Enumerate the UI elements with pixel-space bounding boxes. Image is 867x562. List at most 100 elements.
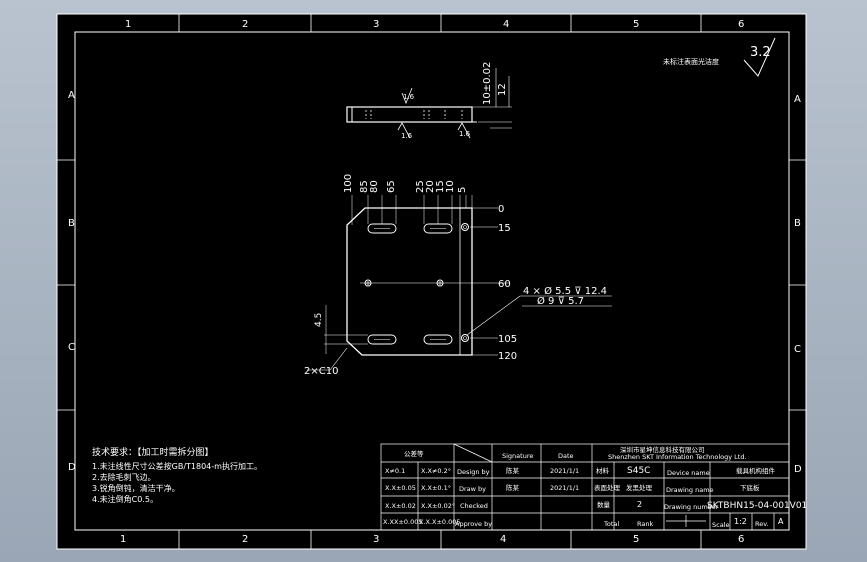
drawing-name-value: 下底板 bbox=[740, 483, 760, 492]
material-value: S45C bbox=[627, 466, 650, 476]
tech-req-line-3: 3.锐角倒钝，清洁干净。 bbox=[92, 483, 180, 493]
hole-bottom-right bbox=[461, 334, 469, 342]
dim-top-5: 5 bbox=[457, 187, 468, 193]
dim-top-100: 100 bbox=[343, 174, 354, 193]
dim-top-10: 10 bbox=[445, 180, 456, 193]
material-label: 材料 bbox=[596, 466, 610, 475]
drawing-number-label: Drawing number bbox=[664, 503, 719, 511]
dim-right-120: 120 bbox=[498, 351, 517, 362]
grid-right-d: D bbox=[794, 464, 802, 475]
dim-slot-width: 4.5 bbox=[314, 313, 324, 327]
dim-side-step: 12 bbox=[497, 83, 508, 96]
tol-4a: X.XX±0.005 bbox=[383, 518, 422, 526]
rev-value: A bbox=[778, 517, 784, 526]
role-approve: Approve by bbox=[455, 520, 492, 528]
dim-top-20: 20 bbox=[425, 180, 436, 193]
grid-left-a: A bbox=[68, 90, 75, 101]
dim-top-15: 15 bbox=[435, 180, 446, 193]
tol-2a: X.X±0.05 bbox=[385, 484, 416, 492]
grid-right-c: C bbox=[794, 344, 801, 355]
role-design: Design by bbox=[457, 468, 490, 476]
dim-top-85: 85 bbox=[359, 180, 370, 193]
rank-label: Rank bbox=[637, 520, 653, 528]
side-view: 10±0.02 12 1.6 1.6 1.6 bbox=[346, 62, 512, 140]
company-name: 深圳市星坤信息科技有限公司 bbox=[620, 445, 705, 454]
general-roughness: 未标注表面光洁度 3.2 bbox=[663, 37, 776, 77]
hole-note-1: 4 × Ø 5.5 ⊽ 12.4 bbox=[523, 285, 607, 297]
rev-label: Rev. bbox=[755, 520, 769, 528]
scale-value: 1:2 bbox=[734, 517, 747, 526]
dim-top-65: 65 bbox=[386, 180, 397, 193]
designer-name: 陈某 bbox=[506, 466, 520, 475]
tech-req-line-4: 4.未注倒角C0.5。 bbox=[92, 494, 158, 504]
technical-requirements: 技术要求：【加工时需拆分图】 1.未注线性尺寸公差按GB/T1804-m执行加工… bbox=[92, 446, 262, 504]
side-view-outline bbox=[346, 106, 473, 123]
total-label: Total bbox=[603, 520, 619, 528]
tol-3a: X.X±0.02 bbox=[385, 502, 416, 510]
roughness-side-c: 1.6 bbox=[459, 130, 471, 138]
dim-right-15: 15 bbox=[498, 223, 511, 234]
title-block bbox=[380, 443, 790, 531]
grid-right-a: A bbox=[794, 94, 801, 105]
signature-header: Signature bbox=[502, 452, 533, 460]
tech-req-title: 技术要求：【加工时需拆分图】 bbox=[92, 446, 214, 458]
roughness-note: 未标注表面光洁度 bbox=[663, 57, 719, 66]
scale-label: Scale bbox=[712, 521, 730, 529]
drawing-name-label: Drawing name bbox=[666, 486, 714, 494]
dim-right-0: 0 bbox=[498, 204, 504, 215]
tol-3b: X.X±0.02° bbox=[421, 502, 455, 510]
slot-bottom-left bbox=[367, 334, 397, 345]
tolerance-header: 公差等 bbox=[404, 449, 424, 458]
dim-side-total: 10±0.02 bbox=[482, 62, 493, 105]
hole-top-right bbox=[461, 223, 469, 231]
drawing-number-value: SKTBHN15-04-001V01 bbox=[707, 501, 807, 511]
hole-note-2: Ø 9 ⊽ 5.7 bbox=[537, 295, 584, 307]
chamfer-note: 2×C10 bbox=[304, 366, 338, 377]
grid-bottom-4: 4 bbox=[500, 534, 506, 545]
tech-req-line-1: 1.未注线性尺寸公差按GB/T1804-m执行加工。 bbox=[92, 461, 262, 471]
dim-top-80: 80 bbox=[369, 180, 380, 193]
roughness-side-b: 1.6 bbox=[401, 132, 413, 140]
date-2: 2021/1/1 bbox=[550, 484, 579, 492]
grid-bottom-5: 5 bbox=[633, 534, 639, 545]
date-1: 2021/1/1 bbox=[550, 467, 579, 475]
role-checked: Checked bbox=[460, 502, 488, 510]
tol-4b: X.X.X±0.005 bbox=[419, 518, 461, 526]
dim-right-60: 60 bbox=[498, 279, 511, 290]
grid-top-5: 5 bbox=[633, 19, 639, 30]
device-name-label: Device name bbox=[667, 469, 710, 477]
drawing-paper bbox=[56, 13, 807, 550]
grid-top-2: 2 bbox=[242, 19, 248, 30]
finish-value: 发黑处理 bbox=[626, 483, 653, 492]
grid-bottom-1: 1 bbox=[120, 534, 126, 545]
device-name-value: 载具机构组件 bbox=[736, 466, 776, 475]
date-header: Date bbox=[558, 452, 574, 460]
grid-top-3: 3 bbox=[373, 19, 379, 30]
roughness-side-a: 1.6 bbox=[403, 93, 415, 101]
tol-2b: X.X±0.1° bbox=[421, 484, 451, 492]
tol-1a: X≠0.1 bbox=[385, 467, 405, 475]
grid-left-b: B bbox=[68, 218, 75, 229]
role-draw: Draw by bbox=[459, 485, 486, 493]
grid-right-b: B bbox=[794, 218, 801, 229]
front-view: 100 85 80 65 25 20 15 10 5 0 15 60 105 1… bbox=[304, 174, 612, 377]
drawer-name: 陈某 bbox=[506, 483, 520, 492]
dim-top-25: 25 bbox=[415, 180, 426, 193]
tech-req-line-2: 2.去除毛刺飞边。 bbox=[92, 472, 156, 482]
grid-top-6: 6 bbox=[738, 19, 744, 30]
grid-top-1: 1 bbox=[125, 19, 131, 30]
grid-bottom-6: 6 bbox=[738, 534, 744, 545]
company-name-en: Shenzhen SKT Information Technology Ltd. bbox=[608, 453, 747, 461]
grid-bottom-3: 3 bbox=[373, 534, 379, 545]
slot-bottom-right bbox=[423, 334, 453, 345]
dim-right-105: 105 bbox=[498, 334, 517, 345]
roughness-value: 3.2 bbox=[750, 45, 771, 60]
qty-value: 2 bbox=[637, 500, 642, 509]
grid-ticks bbox=[57, 14, 806, 549]
qty-label: 数量 bbox=[597, 500, 611, 509]
finish-label: 表面处理 bbox=[594, 483, 621, 492]
grid-left-d: D bbox=[68, 462, 76, 473]
tol-1b: X.X≠0.2° bbox=[421, 467, 451, 475]
grid-top-4: 4 bbox=[503, 19, 509, 30]
